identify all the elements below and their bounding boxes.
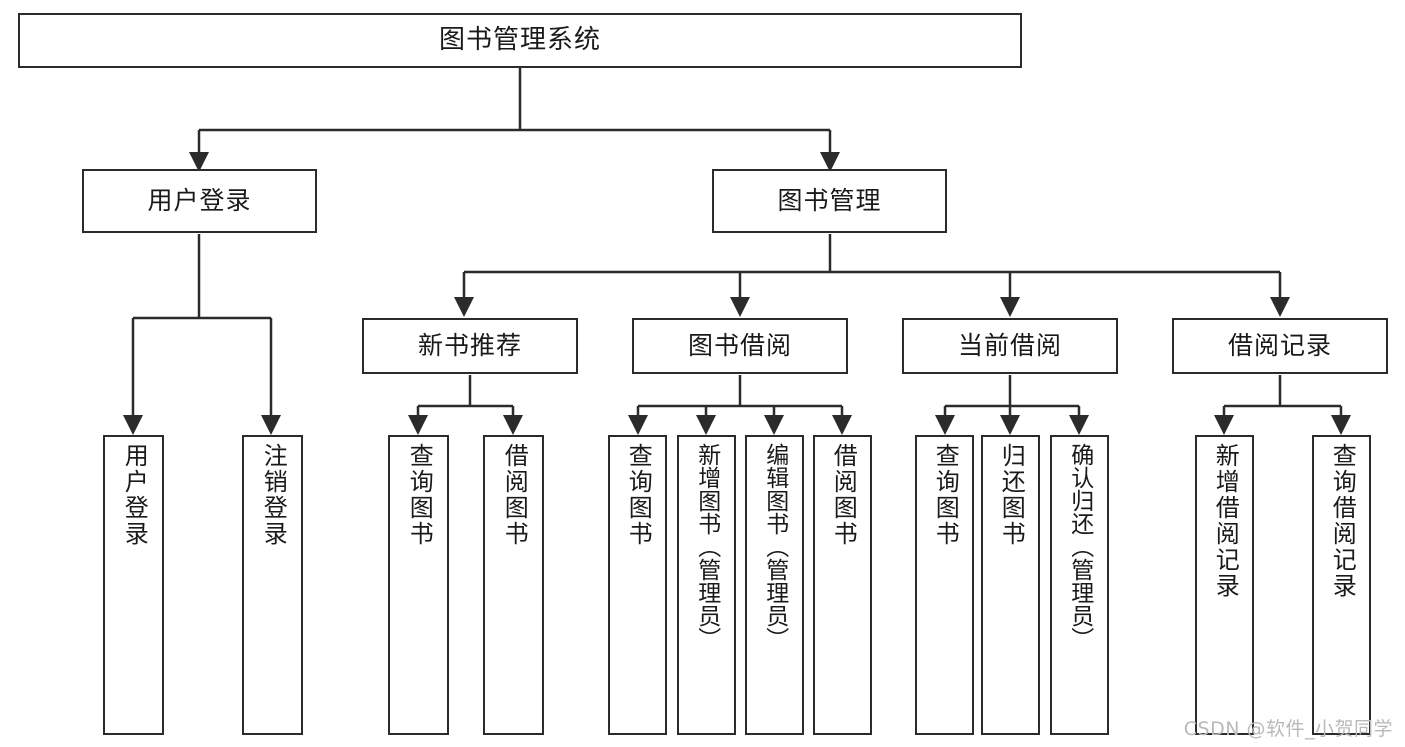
leaf-borrow-books-borrow-label: 借阅图书 bbox=[829, 443, 858, 547]
node-book-management-label: 图书管理 bbox=[777, 186, 882, 216]
leaf-add-book-admin-label: 新增图书（管理员） bbox=[693, 443, 720, 650]
leaf-borrow-books-newbook[interactable]: 借阅图书 bbox=[483, 435, 544, 735]
leaf-confirm-return-admin[interactable]: 确认归还（管理员） bbox=[1050, 435, 1109, 735]
leaf-query-books-current[interactable]: 查询图书 bbox=[915, 435, 974, 735]
leaf-edit-book-admin-label: 编辑图书（管理员） bbox=[761, 443, 788, 650]
node-user-login-label: 用户登录 bbox=[147, 186, 252, 216]
leaf-query-borrow-record[interactable]: 查询借阅记录 bbox=[1312, 435, 1371, 735]
leaf-query-books-newbook-label: 查询图书 bbox=[405, 443, 434, 547]
leaf-add-borrow-record-label: 新增借阅记录 bbox=[1211, 443, 1240, 599]
node-book-borrow-label: 图书借阅 bbox=[687, 331, 792, 361]
leaf-confirm-return-admin-label: 确认归还（管理员） bbox=[1066, 443, 1093, 650]
node-current-borrow[interactable]: 当前借阅 bbox=[902, 318, 1118, 374]
leaf-add-borrow-record[interactable]: 新增借阅记录 bbox=[1195, 435, 1254, 735]
leaf-edit-book-admin[interactable]: 编辑图书（管理员） bbox=[745, 435, 804, 735]
leaf-query-books-borrow[interactable]: 查询图书 bbox=[608, 435, 667, 735]
node-root-label: 图书管理系统 bbox=[438, 25, 601, 56]
leaf-logout-label: 注销登录 bbox=[259, 443, 288, 547]
node-user-login[interactable]: 用户登录 bbox=[82, 169, 317, 233]
leaf-return-books-label: 归还图书 bbox=[997, 443, 1026, 547]
leaf-query-books-borrow-label: 查询图书 bbox=[624, 443, 653, 547]
node-current-borrow-label: 当前借阅 bbox=[957, 331, 1062, 361]
node-book-management[interactable]: 图书管理 bbox=[712, 169, 947, 233]
leaf-query-books-current-label: 查询图书 bbox=[931, 443, 960, 547]
leaf-query-borrow-record-label: 查询借阅记录 bbox=[1328, 443, 1357, 599]
leaf-query-books-newbook[interactable]: 查询图书 bbox=[388, 435, 449, 735]
node-new-book-recommend-label: 新书推荐 bbox=[417, 331, 522, 361]
node-borrow-records-label: 借阅记录 bbox=[1227, 331, 1332, 361]
node-root[interactable]: 图书管理系统 bbox=[18, 13, 1022, 68]
leaf-return-books[interactable]: 归还图书 bbox=[981, 435, 1040, 735]
leaf-logout[interactable]: 注销登录 bbox=[242, 435, 303, 735]
leaf-add-book-admin[interactable]: 新增图书（管理员） bbox=[677, 435, 736, 735]
node-book-borrow[interactable]: 图书借阅 bbox=[632, 318, 848, 374]
leaf-user-login-label: 用户登录 bbox=[120, 443, 149, 547]
leaf-user-login[interactable]: 用户登录 bbox=[103, 435, 164, 735]
leaf-borrow-books-newbook-label: 借阅图书 bbox=[500, 443, 529, 547]
node-borrow-records[interactable]: 借阅记录 bbox=[1172, 318, 1388, 374]
leaf-borrow-books-borrow[interactable]: 借阅图书 bbox=[813, 435, 872, 735]
node-new-book-recommend[interactable]: 新书推荐 bbox=[362, 318, 578, 374]
watermark: CSDN @软件_小贺同学 bbox=[1183, 718, 1393, 740]
